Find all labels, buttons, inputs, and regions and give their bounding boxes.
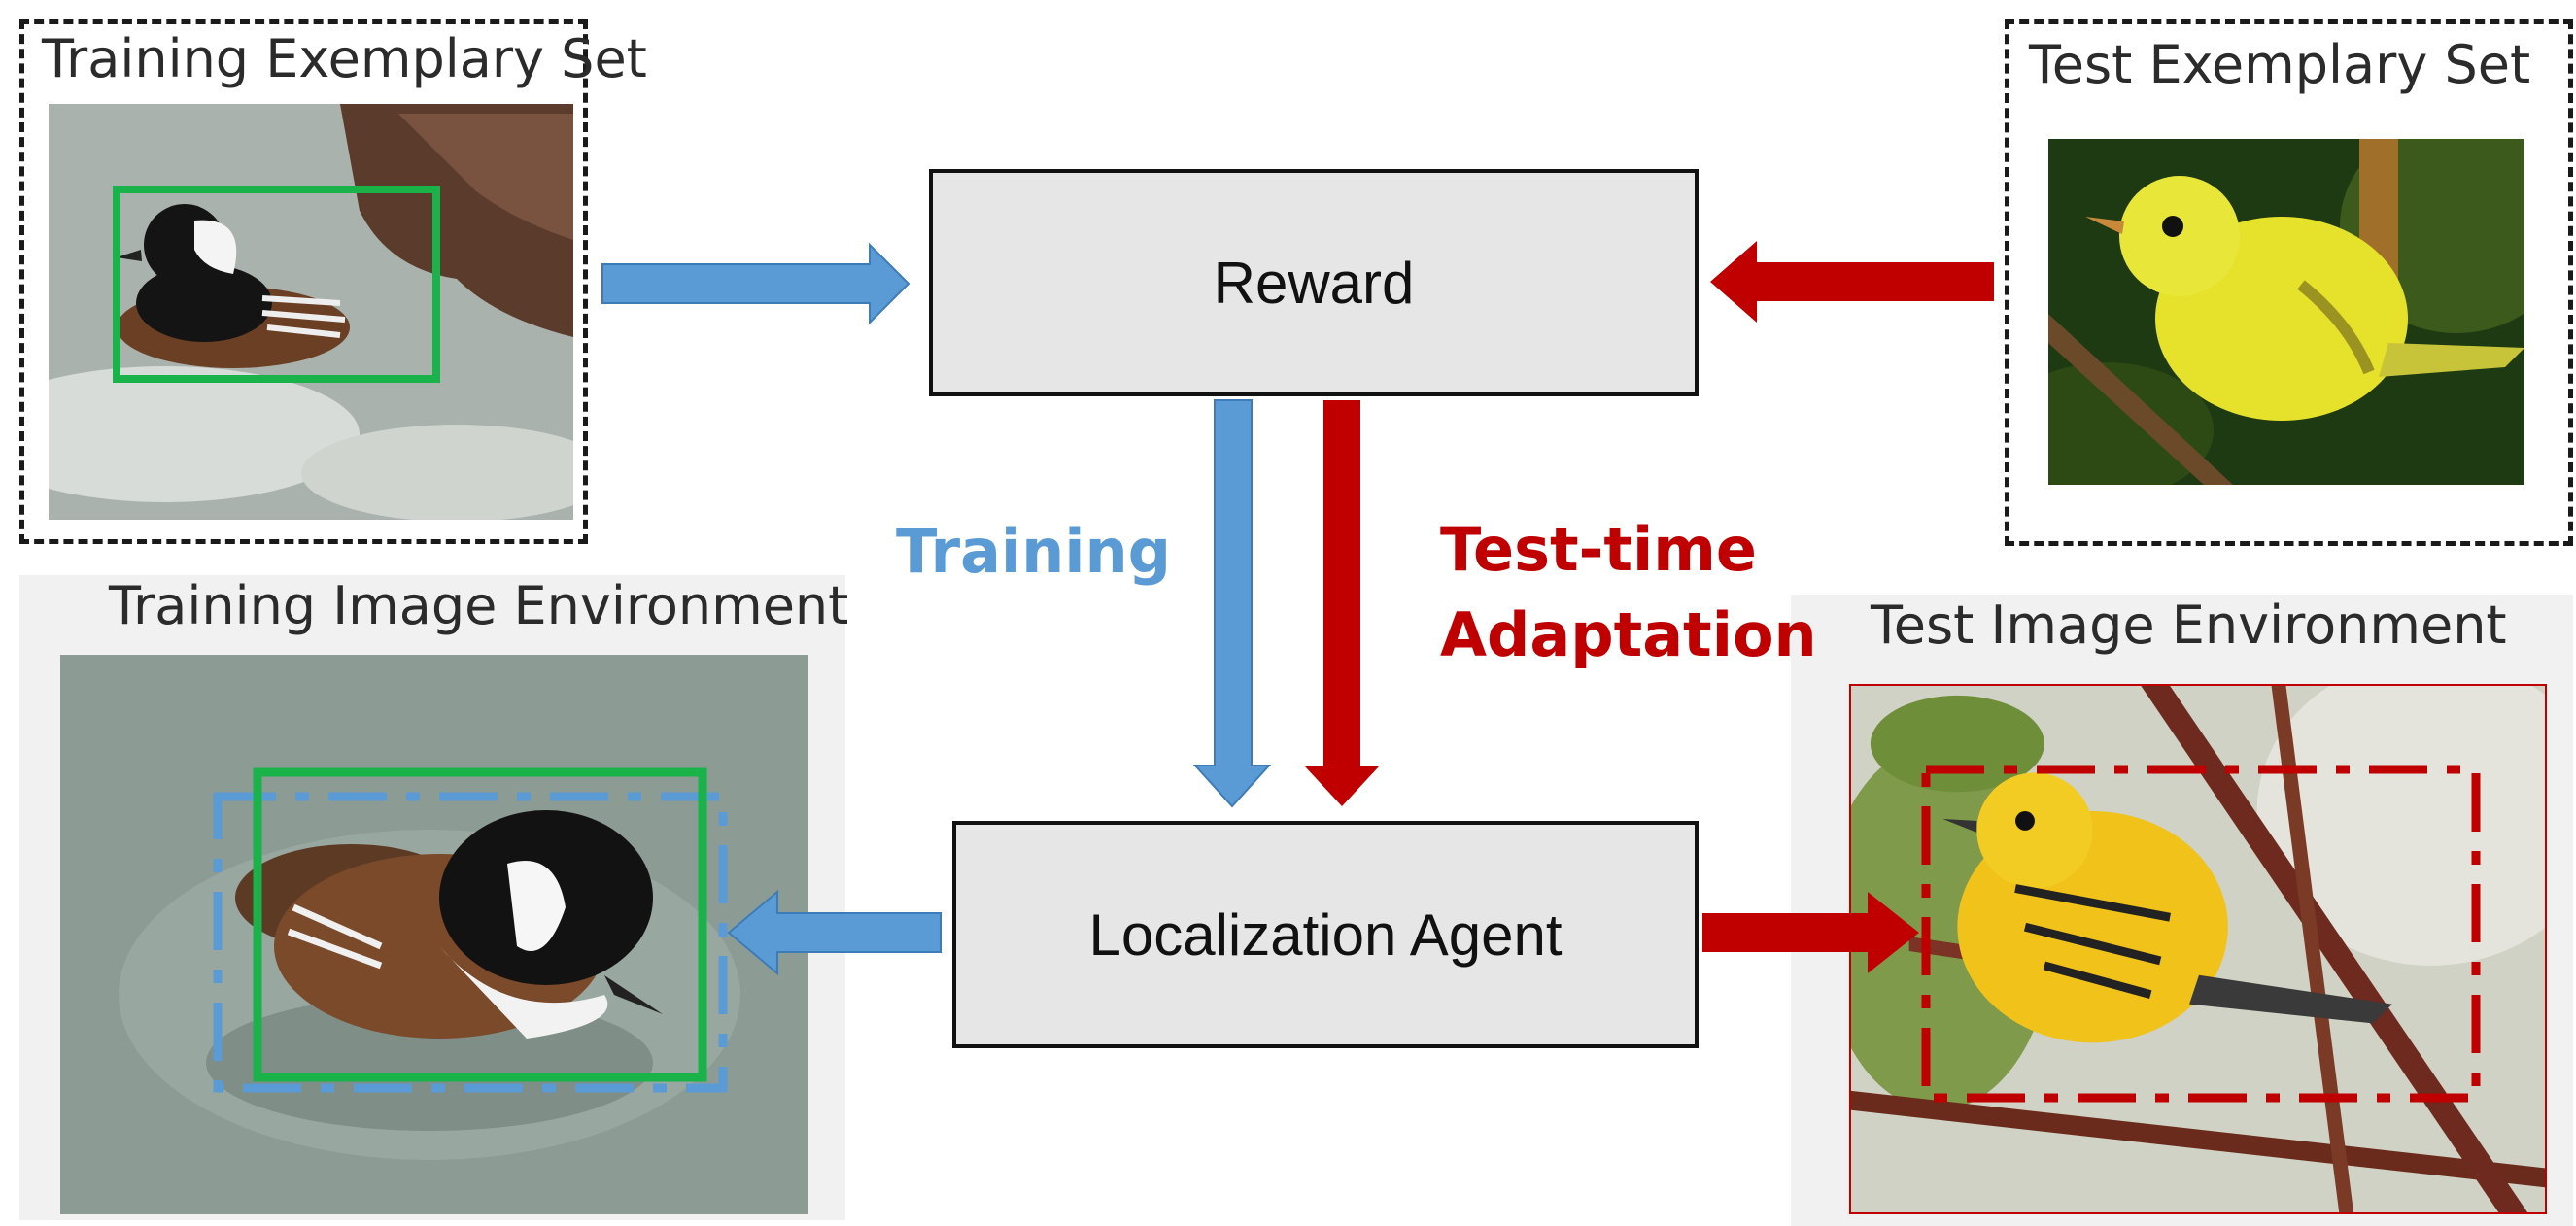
test-time-line1: Test-time: [1440, 514, 1757, 585]
training-env-title: Training Image Environment: [109, 575, 849, 636]
arrow-train-exemplar-to-reward: [601, 242, 910, 325]
test-exemplary-title: Test Exemplary Set: [2029, 34, 2531, 95]
arrow-test-exemplar-to-reward: [1710, 241, 1994, 323]
training-label: Training: [896, 516, 1172, 587]
reward-box: Reward: [929, 169, 1699, 396]
test-exemplary-panel: Test Exemplary Set: [2005, 19, 2573, 546]
arrow-agent-to-test-env: [1702, 892, 1919, 973]
arrow-reward-to-agent-training: [1192, 399, 1272, 808]
training-exemplar-green-box: [113, 186, 440, 383]
test-time-line2: Adaptation: [1440, 599, 1817, 670]
test-time-adaptation-label: Test-time Adaptation: [1440, 507, 1817, 678]
test-env-red-dashed-box: [1921, 765, 2481, 1103]
localization-agent-label: Localization Agent: [1088, 902, 1563, 968]
training-env-green-box: [253, 767, 707, 1082]
training-exemplary-title: Training Exemplary Set: [42, 28, 647, 89]
arrow-reward-to-agent-test: [1304, 400, 1380, 806]
reward-label: Reward: [1213, 250, 1415, 316]
test-exemplar-photo: [2048, 139, 2524, 485]
training-env-blue-dashed-box: [213, 792, 728, 1093]
test-env-title: Test Image Environment: [1871, 595, 2507, 656]
training-exemplary-panel: Training Exemplary Set: [19, 19, 647, 544]
training-exemplar-photo: [49, 104, 573, 520]
localization-agent-box: Localization Agent: [952, 821, 1699, 1048]
arrow-agent-to-training-env: [727, 889, 942, 976]
